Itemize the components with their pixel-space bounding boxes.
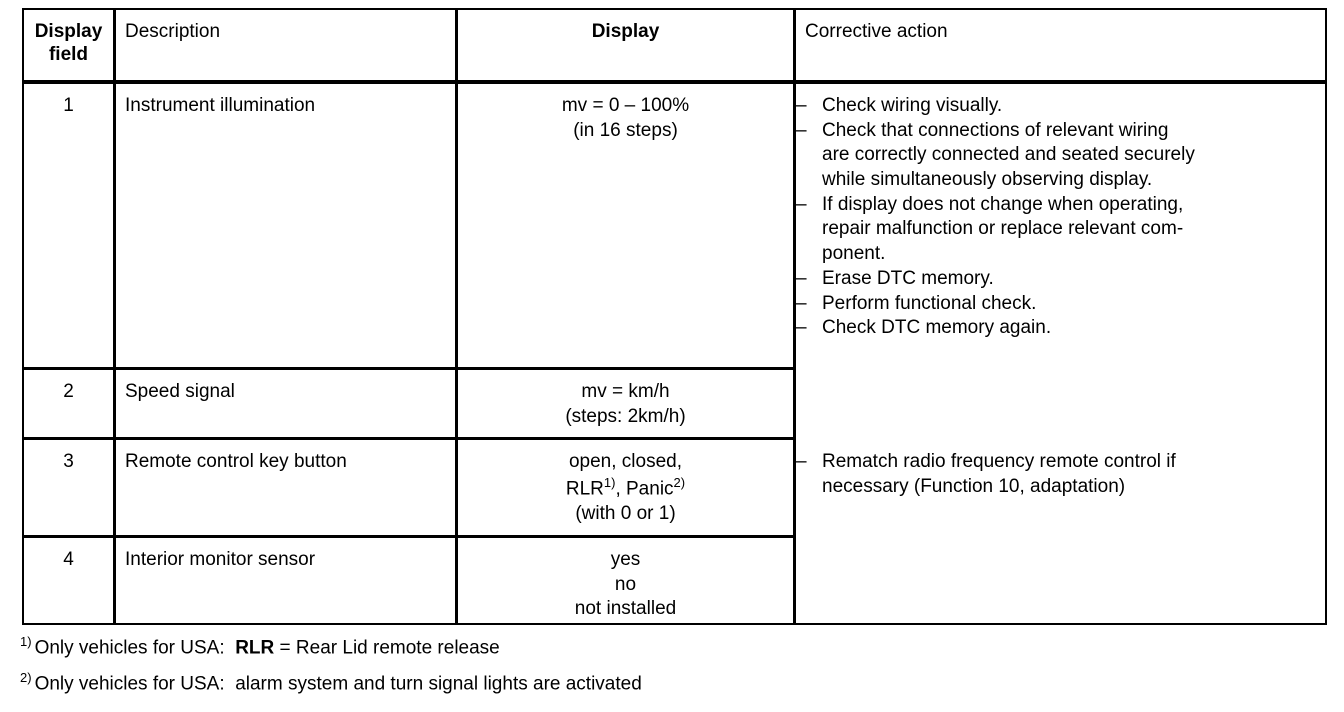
row-3-display-panic: , Panic: [615, 478, 674, 500]
corrective-action-line: ponent.: [822, 243, 886, 265]
corrective-action-item: – Perform functional check.: [796, 292, 1336, 317]
footnote-1-text-before: Only vehicles for USA:: [34, 637, 225, 659]
row-3-footnote-ref-2: 2): [673, 474, 686, 490]
corrective-action-line: Perform functional check.: [822, 292, 1037, 314]
row-3-description: Remote control key button: [125, 451, 347, 472]
row-2-description: Speed signal: [125, 381, 235, 402]
footnote-2-text-after: alarm system and turn signal lights are …: [235, 673, 642, 695]
row-3-display-line-2: RLR1), Panic2): [458, 475, 793, 502]
corrective-action-item: – Check DTC memory again.: [796, 316, 1336, 341]
footnote-2: 2)Only vehicles for USA: alarm system an…: [20, 670, 1320, 695]
row-2-field: 2: [63, 381, 74, 402]
footnote-1-text-after: = Rear Lid remote release: [279, 637, 500, 659]
row-separator-1: [24, 367, 793, 370]
row-2-display-line-1: mv = km/h: [581, 381, 670, 402]
row-3-display-rlr: RLR: [565, 478, 604, 500]
corrective-action-item: – Check wiring visually.: [796, 94, 1336, 119]
row-1-display-line-2: (in 16 steps): [573, 119, 678, 141]
bullet-dash: –: [796, 292, 807, 314]
footnote-2-marker: 2): [20, 670, 32, 686]
header-display: Display: [591, 21, 660, 42]
corrective-action-line: while simultaneously observing display.: [822, 169, 1153, 191]
corrective-action-line: Check DTC memory again.: [822, 317, 1052, 339]
row-3-footnote-ref-1: 1): [603, 474, 616, 490]
bullet-dash: –: [796, 119, 807, 141]
row-2-display-line-2: (steps: 2km/h): [565, 405, 686, 427]
row-1-display: mv = 0 – 100% (in 16 steps): [458, 94, 793, 143]
footnote-1-abbreviation: RLR: [235, 637, 275, 659]
row-4-display-line-2: no: [614, 573, 637, 595]
header-display-field-line1: Display: [34, 21, 103, 42]
footnote-2-text-before: Only vehicles for USA:: [34, 673, 225, 695]
corrective-action-item: – Erase DTC memory.: [796, 267, 1336, 292]
corrective-action-item: – Check that connections of relevant wir…: [796, 119, 1336, 193]
header-description: Description: [125, 21, 221, 42]
row-4-display-line-1: yes: [610, 549, 641, 570]
header-separator-line: [24, 80, 1325, 84]
bullet-dash: –: [796, 451, 807, 472]
row-4-display-line-3: not installed: [574, 598, 677, 620]
row-4-display: yes no not installed: [458, 548, 793, 622]
corrective-action-line: Check wiring visually.: [822, 95, 1003, 116]
row-3-display-line-3: (with 0 or 1): [575, 502, 676, 524]
row-3-display-line-1: open, closed,: [568, 451, 683, 472]
corrective-action-line: are correctly connected and seated secur…: [822, 144, 1195, 166]
row-separator-3: [24, 535, 793, 538]
row-3-display: open, closed, RLR1), Panic2) (with 0 or …: [458, 450, 793, 526]
row-1-display-line-1: mv = 0 – 100%: [561, 95, 690, 116]
row-separator-2: [24, 437, 793, 440]
bullet-dash: –: [796, 193, 807, 215]
corrective-action-list-rows-3-4: – Rematch radio frequency remote control…: [796, 450, 1336, 499]
header-display-field-line2: field: [48, 44, 89, 66]
header-corrective-action: Corrective action: [805, 21, 948, 42]
header-display-field: Display field: [24, 20, 113, 66]
corrective-action-line: repair malfunction or replace relevant c…: [822, 218, 1184, 240]
row-1-field: 1: [63, 95, 74, 116]
footnotes: 1)Only vehicles for USA: RLR = Rear Lid …: [20, 634, 1320, 707]
corrective-action-line: If display does not change when operatin…: [822, 193, 1184, 215]
row-1-description: Instrument illumination: [125, 95, 316, 116]
footnote-1: 1)Only vehicles for USA: RLR = Rear Lid …: [20, 634, 1320, 659]
corrective-action-item: – Rematch radio frequency remote control…: [796, 450, 1336, 499]
footnote-1-marker: 1): [20, 634, 32, 649]
bullet-dash: –: [796, 95, 807, 116]
row-3-field: 3: [63, 451, 74, 472]
corrective-action-line: Erase DTC memory.: [822, 267, 994, 289]
column-divider-3: [793, 10, 796, 623]
row-4-field: 4: [63, 549, 74, 570]
row-4-description: Interior monitor sensor: [125, 549, 316, 570]
diagnostic-table: Display field Description Display Correc…: [22, 8, 1327, 625]
corrective-action-item: – If display does not change when operat…: [796, 193, 1336, 267]
corrective-action-line: Check that connections of relevant wirin…: [822, 119, 1169, 141]
corrective-action-list-rows-1-2: – Check wiring visually. – Check that co…: [796, 94, 1336, 341]
column-divider-2: [455, 10, 458, 623]
bullet-dash: –: [796, 267, 807, 289]
bullet-dash: –: [796, 317, 807, 339]
row-2-display: mv = km/h (steps: 2km/h): [458, 380, 793, 429]
column-divider-1: [113, 10, 116, 623]
corrective-action-line: Rematch radio frequency remote control i…: [822, 451, 1176, 472]
corrective-action-line: necessary (Function 10, adaptation): [822, 475, 1126, 497]
